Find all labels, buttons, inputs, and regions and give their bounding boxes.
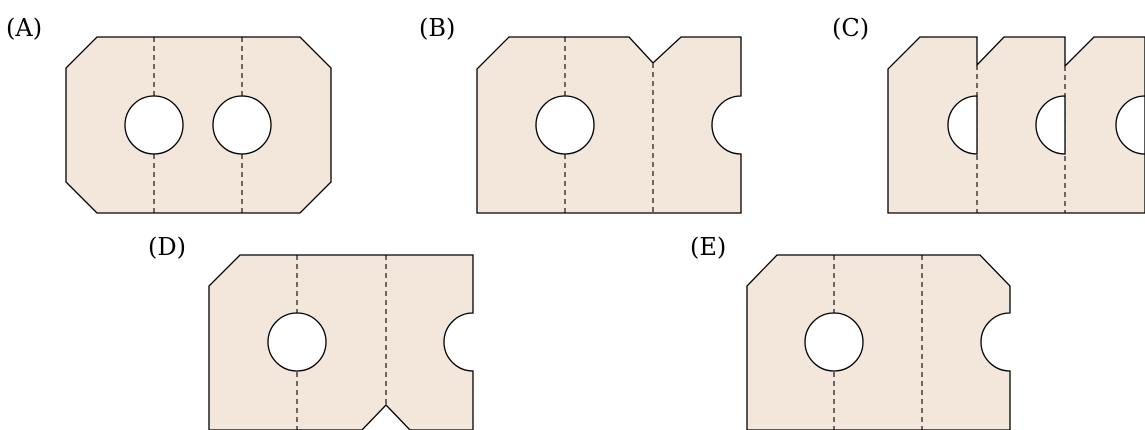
option-b[interactable]: (B) [419,14,742,214]
option-e-paper [746,254,1011,430]
option-c-half-hole-3 [1115,95,1145,155]
option-e-hole [804,312,864,372]
option-a-label: (A) [6,14,42,42]
option-b-hole [535,95,595,155]
option-a-hole-2 [212,95,272,155]
option-d-hole [267,312,327,372]
option-c-paper [887,36,1145,214]
option-d-label: (D) [148,233,186,261]
option-c-label: (C) [832,14,869,42]
option-a[interactable]: (A) [6,14,332,214]
option-a-hole-1 [124,95,184,155]
option-c-half-hole-1 [947,95,978,155]
option-a-paper [65,36,332,214]
option-d-paper [208,254,474,430]
option-b-label: (B) [419,14,455,42]
option-d[interactable]: (D) [148,233,474,430]
option-e-label: (E) [690,233,726,261]
option-c-half-hole-2 [1035,95,1066,155]
option-c[interactable]: (C) [832,14,1145,214]
option-e[interactable]: (E) [690,233,1011,430]
option-b-paper [476,36,742,214]
